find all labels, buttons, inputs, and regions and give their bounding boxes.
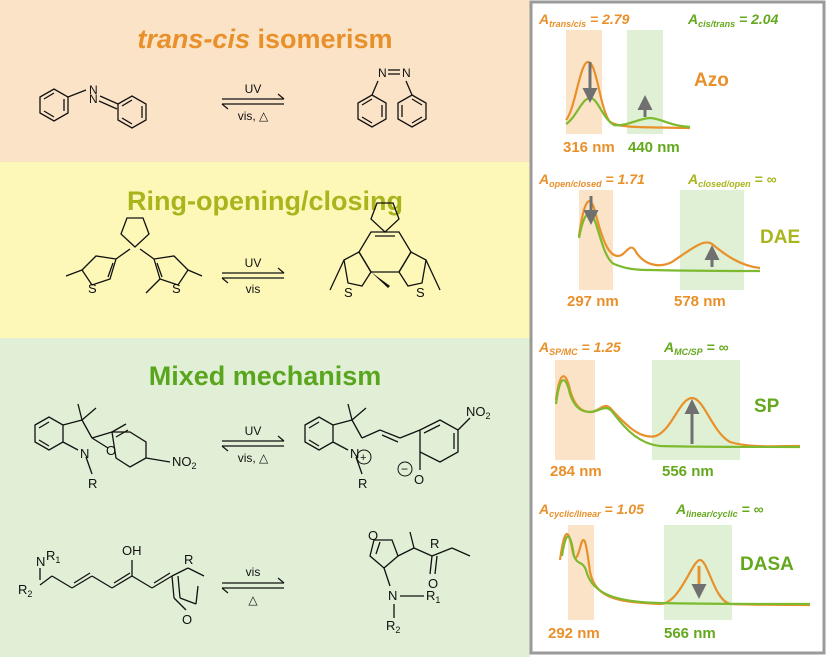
dasa-cyc-r1: R1 (426, 588, 440, 605)
panel-azo: Atrans/cis = 2.79 Acis/trans = 2.04 Azo … (538, 11, 779, 156)
dae-ratio-2: Aclosed/open = ∞ (687, 171, 777, 189)
dae-open-s1: S (88, 281, 97, 296)
mc-n: N (350, 446, 359, 461)
trans-azobenzene (39, 88, 147, 129)
equilibrium-arrows-3 (221, 435, 285, 452)
equilibrium-arrows-4 (221, 577, 285, 594)
mc-plus-circle (356, 449, 372, 465)
arrow2-top-label: UV (245, 256, 262, 270)
azo-wl-1: 316 nm (563, 139, 615, 156)
equilibrium-arrows-1 (221, 93, 285, 110)
dasa-oh: OH (122, 543, 142, 558)
arrow4-top-label: vis (246, 565, 261, 579)
arrow1-bottom-label: vis, △ (238, 109, 269, 123)
dasa-linear (39, 560, 205, 611)
sp-r: R (88, 476, 97, 491)
panel-sp: ASP/MC = 1.25 AMC/SP = ∞ SP 284 nm 556 n… (538, 339, 801, 480)
sp-wl-1: 284 nm (550, 463, 602, 480)
section-title-ring: Ring-opening/closing (127, 186, 403, 216)
dasa-o: O (182, 612, 192, 627)
section-bg-mixed (0, 338, 530, 657)
spiropyran (34, 403, 171, 475)
sp-green-curve (554, 379, 801, 449)
dasa-cyc-r2: R2 (386, 618, 400, 635)
azo-name: Azo (694, 70, 729, 91)
dasa-cyclic (369, 531, 471, 597)
dae-wl-1: 297 nm (567, 293, 619, 310)
dasa-cyc-r: R (430, 536, 439, 551)
sp-ratio-2: AMC/SP = ∞ (663, 339, 729, 357)
mc-no2: NO2 (466, 404, 491, 421)
azo-wl-2: 440 nm (628, 139, 680, 156)
section-title-mixed: Mixed mechanism (149, 361, 382, 391)
mc-minus: − (401, 462, 408, 476)
dasa-r1: R1 (46, 548, 60, 565)
cis-azobenzene (357, 69, 427, 128)
azo-trans-n1: N (89, 83, 98, 97)
arrow4-bottom-label: △ (248, 593, 258, 607)
dasa-green-curve (560, 535, 811, 606)
azo-cis-n1: N (378, 66, 387, 80)
arrow1-top-label: UV (245, 82, 262, 96)
section-bg-ring (0, 162, 530, 338)
panel-dae: Aopen/closed = 1.71 Aclosed/open = ∞ DAE… (538, 171, 800, 310)
sp-wl-2: 556 nm (662, 463, 714, 480)
dae-open (65, 217, 203, 294)
dae-band-2 (680, 190, 744, 290)
dasa-r2: R2 (18, 582, 32, 599)
dae-closed (329, 202, 441, 291)
azo-cis-n2: N (402, 66, 411, 80)
sp-orange-curve (554, 375, 801, 448)
mc-o: O (414, 472, 424, 487)
section-bg-trans-cis (0, 0, 530, 162)
dae-closed-wedge (371, 272, 390, 288)
sp-name: SP (754, 396, 780, 417)
dasa-name: DASA (740, 554, 794, 575)
sp-no2: NO2 (172, 454, 197, 471)
sp-n: N (80, 446, 89, 461)
arrow3-bottom-label: vis, △ (238, 451, 269, 465)
dasa-ratio-2: Alinear/cyclic = ∞ (675, 501, 764, 519)
azo-orange-curve (565, 60, 691, 130)
dasa-ratio-1: Acyclic/linear = 1.05 (538, 501, 644, 519)
sp-band-2 (652, 360, 740, 460)
azo-trans-n2: N (89, 92, 98, 106)
dasa-r: R (184, 552, 193, 567)
dasa-wl-2: 566 nm (664, 625, 716, 642)
arrow2-bottom-label: vis (246, 282, 261, 296)
dae-ratio-1: Aopen/closed = 1.71 (538, 171, 645, 189)
azo-ratio-2: Acis/trans = 2.04 (687, 11, 779, 29)
mc-plus: + (360, 452, 366, 464)
dae-name: DAE (760, 227, 800, 248)
sp-ratio-1: ASP/MC = 1.25 (538, 339, 621, 357)
dasa-cyc-o2: O (428, 576, 438, 591)
azo-ratio-1: Atrans/cis = 2.79 (538, 11, 630, 29)
arrow3-top-label: UV (245, 424, 262, 438)
dasa-cyc-o1: O (368, 528, 378, 543)
section-title-trans-cis: trans-cis isomerism (137, 24, 392, 54)
mc-r: R (358, 476, 367, 491)
dae-band-1 (579, 190, 613, 290)
panel-dasa: Acyclic/linear = 1.05 Alinear/cyclic = ∞… (538, 501, 811, 642)
dae-closed-s2: S (416, 285, 425, 300)
dasa-n: N (36, 554, 45, 569)
sp-band-1 (555, 360, 595, 460)
dasa-wl-1: 292 nm (548, 625, 600, 642)
merocyanine (304, 403, 471, 475)
equilibrium-arrows-2 (221, 267, 285, 284)
dae-open-s2: S (172, 281, 181, 296)
dae-closed-s1: S (344, 285, 353, 300)
sp-o: O (106, 443, 116, 458)
mc-minus-circle (397, 461, 413, 477)
dasa-cyc-n: N (388, 588, 397, 603)
dae-wl-2: 578 nm (674, 293, 726, 310)
